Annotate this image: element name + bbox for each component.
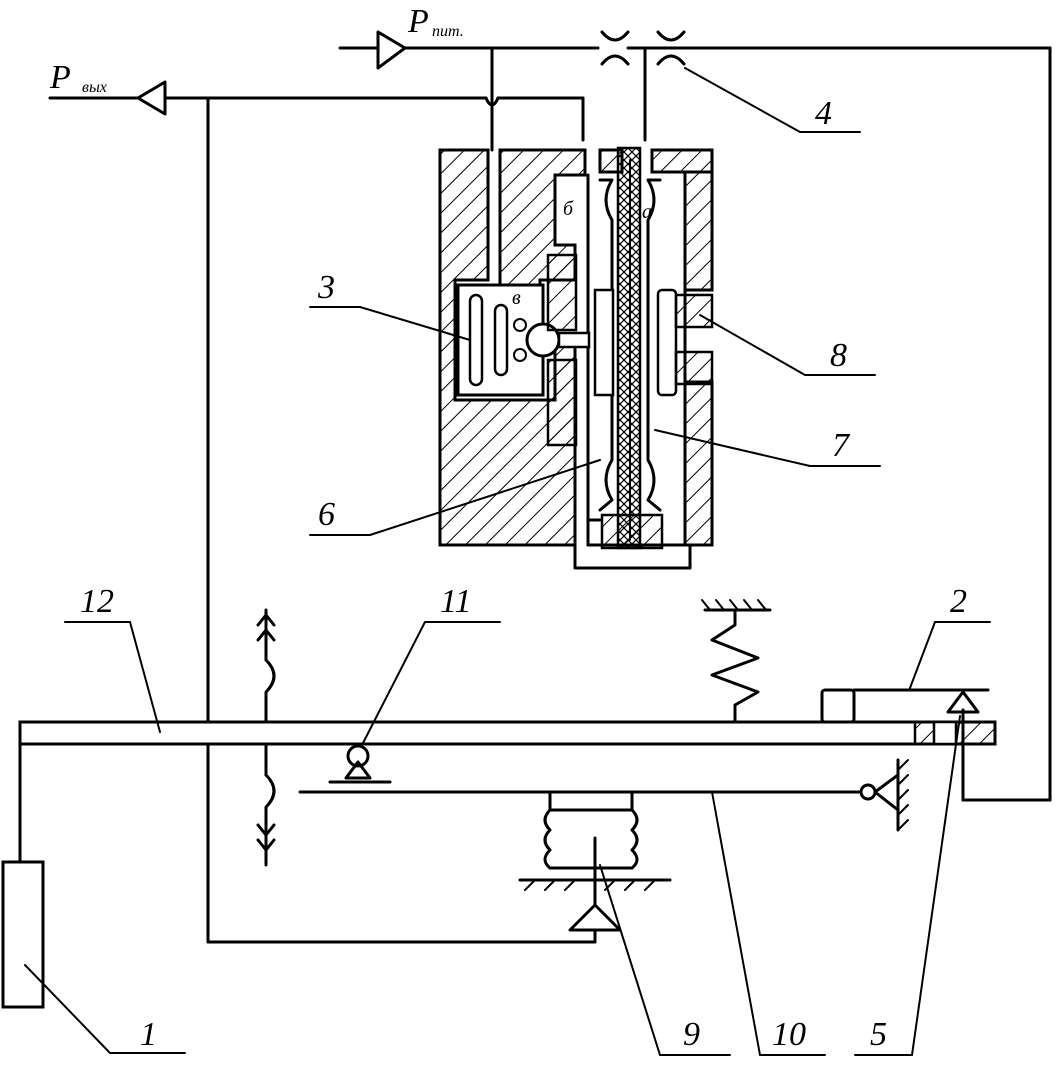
part-numbers: 1 2 3 4 5 6 7 8 9 10 11 12 xyxy=(80,95,967,1053)
part-label-7: 7 xyxy=(832,427,851,464)
part-label-6: 6 xyxy=(318,496,335,533)
output-line xyxy=(48,80,622,944)
part-label-1: 1 xyxy=(140,1016,157,1053)
supply-line xyxy=(338,30,1052,802)
part-label-5: 5 xyxy=(870,1016,887,1053)
svg-text:P: P xyxy=(407,3,429,40)
output-pressure-label: P вых xyxy=(49,59,107,96)
cavity-labels: а б в xyxy=(512,198,652,309)
part-label-11: 11 xyxy=(440,583,471,620)
part-label-8: 8 xyxy=(830,337,847,374)
svg-text:P: P xyxy=(49,59,71,96)
nozzle-2 xyxy=(820,688,990,746)
cavity-a-label: а xyxy=(642,201,652,223)
cavity-v-label: в xyxy=(512,287,521,309)
part-label-4: 4 xyxy=(815,95,832,132)
svg-text:пит.: пит. xyxy=(432,23,464,40)
svg-text:вых: вых xyxy=(82,79,107,96)
pivot-11 xyxy=(328,744,392,784)
sensing-element-1 xyxy=(1,731,45,1009)
supply-pressure-label: P пит. xyxy=(407,3,464,40)
part-label-9: 9 xyxy=(683,1016,700,1053)
throttle-4 xyxy=(600,30,686,142)
cavity-b-label: б xyxy=(563,198,574,220)
lever-10 xyxy=(298,758,909,832)
valve-3 xyxy=(456,253,591,447)
part-label-2: 2 xyxy=(950,583,967,620)
top-spring xyxy=(701,599,772,724)
leader-lines xyxy=(24,67,991,1056)
beam-12 xyxy=(18,720,997,746)
part-label-3: 3 xyxy=(317,269,335,306)
seat-8 xyxy=(593,288,714,397)
membrane-assembly-6-7 xyxy=(586,146,664,550)
part-label-10: 10 xyxy=(772,1016,806,1053)
part-label-12: 12 xyxy=(80,583,114,620)
bellows-9 xyxy=(518,790,672,907)
flexure-supports xyxy=(256,608,276,867)
